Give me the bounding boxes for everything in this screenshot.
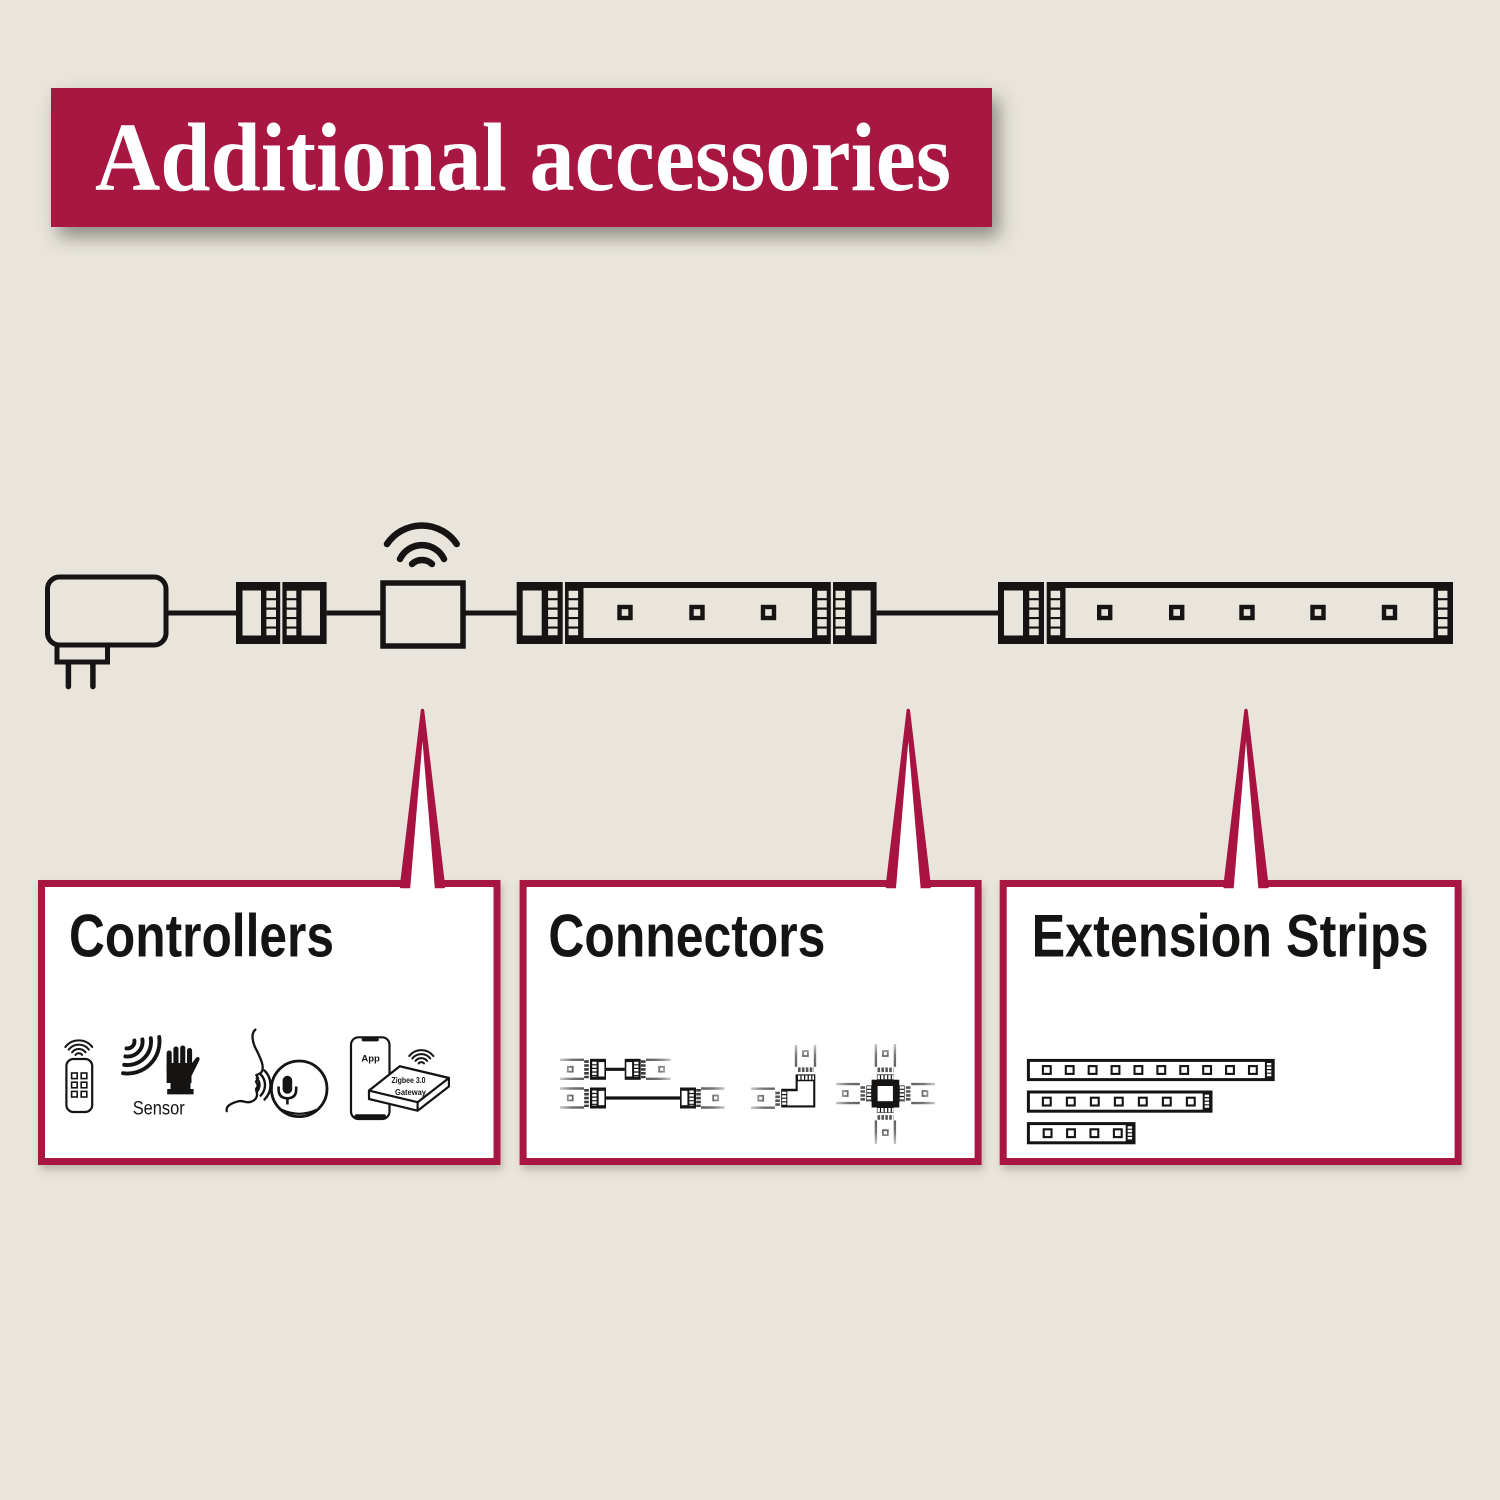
svg-text:Sensor: Sensor	[133, 1098, 185, 1120]
svg-text:Zigbee 3.0: Zigbee 3.0	[392, 1076, 426, 1085]
svg-text:Connectors: Connectors	[548, 903, 825, 970]
svg-text:Controllers: Controllers	[69, 903, 334, 970]
svg-text:Gateway: Gateway	[395, 1088, 426, 1097]
svg-text:Additional accessories: Additional accessories	[95, 104, 951, 212]
svg-text:Extension Strips: Extension Strips	[1032, 903, 1429, 970]
svg-text:App: App	[361, 1054, 380, 1065]
